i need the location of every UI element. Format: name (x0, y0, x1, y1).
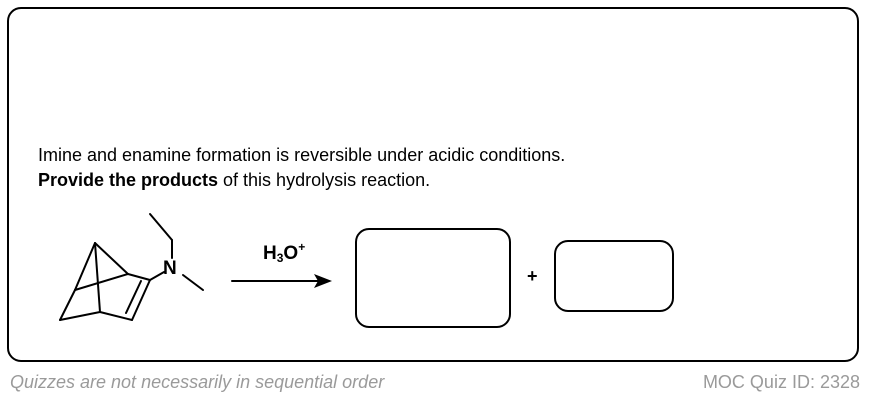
bond (94, 242, 129, 275)
bond (59, 311, 101, 321)
bond (127, 273, 151, 281)
arrow-head (314, 274, 332, 288)
bond (149, 213, 173, 241)
product-answer-box-2[interactable] (554, 240, 674, 312)
bond (149, 271, 165, 281)
bond (182, 274, 204, 291)
nitrogen-label: N (163, 258, 177, 279)
reagent-label: H3O+ (263, 240, 305, 265)
question-line-2: Provide the products of this hydrolysis … (38, 170, 430, 191)
bond (74, 273, 129, 291)
question-rest-text: of this hydrolysis reaction. (218, 170, 431, 190)
reagent-subscript: 3 (276, 251, 284, 265)
bond (74, 242, 96, 291)
double-bond-line (125, 280, 142, 314)
footer-note: Quizzes are not necessarily in sequentia… (10, 372, 385, 392)
reagent-o: O (283, 243, 299, 264)
question-line-1: Imine and enamine formation is reversibl… (38, 145, 566, 165)
quiz-card (7, 7, 859, 362)
bond (131, 279, 151, 321)
bond (99, 311, 133, 321)
product-answer-box-1[interactable] (355, 228, 511, 328)
reagent-charge: + (298, 240, 306, 254)
reagent-h: H (263, 243, 277, 264)
bond (59, 289, 76, 321)
quiz-id: MOC Quiz ID: 2328 (702, 372, 860, 392)
bond (94, 242, 101, 313)
question-bold-text: Provide the products (38, 170, 219, 190)
plus-sign: + (527, 266, 538, 286)
